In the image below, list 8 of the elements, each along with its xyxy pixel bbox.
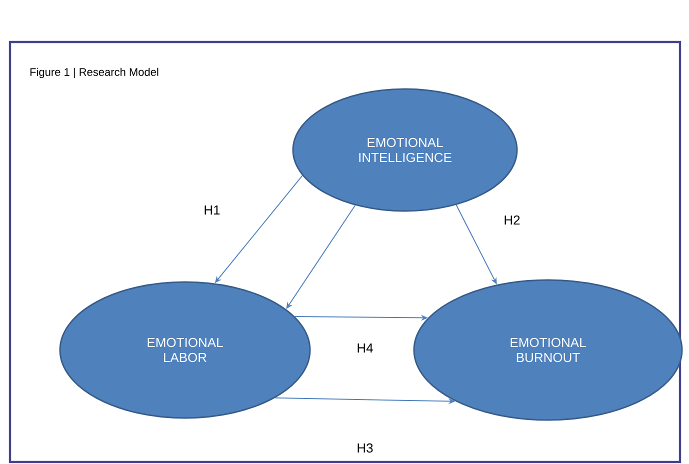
edge-label: H3 (356, 442, 374, 454)
ellipse-node: EMOTIONAL BURNOUT (413, 279, 683, 421)
edge-label: H4 (356, 342, 374, 354)
ellipse-node: EMOTIONAL INTELLIGENCE (292, 88, 518, 212)
edge-label: H2 (502, 214, 522, 226)
figure-title: Figure 1 | Research Model (30, 68, 158, 78)
edge-label: H1 (202, 204, 222, 216)
ellipse-node: EMOTIONAL LABOR (59, 281, 311, 419)
